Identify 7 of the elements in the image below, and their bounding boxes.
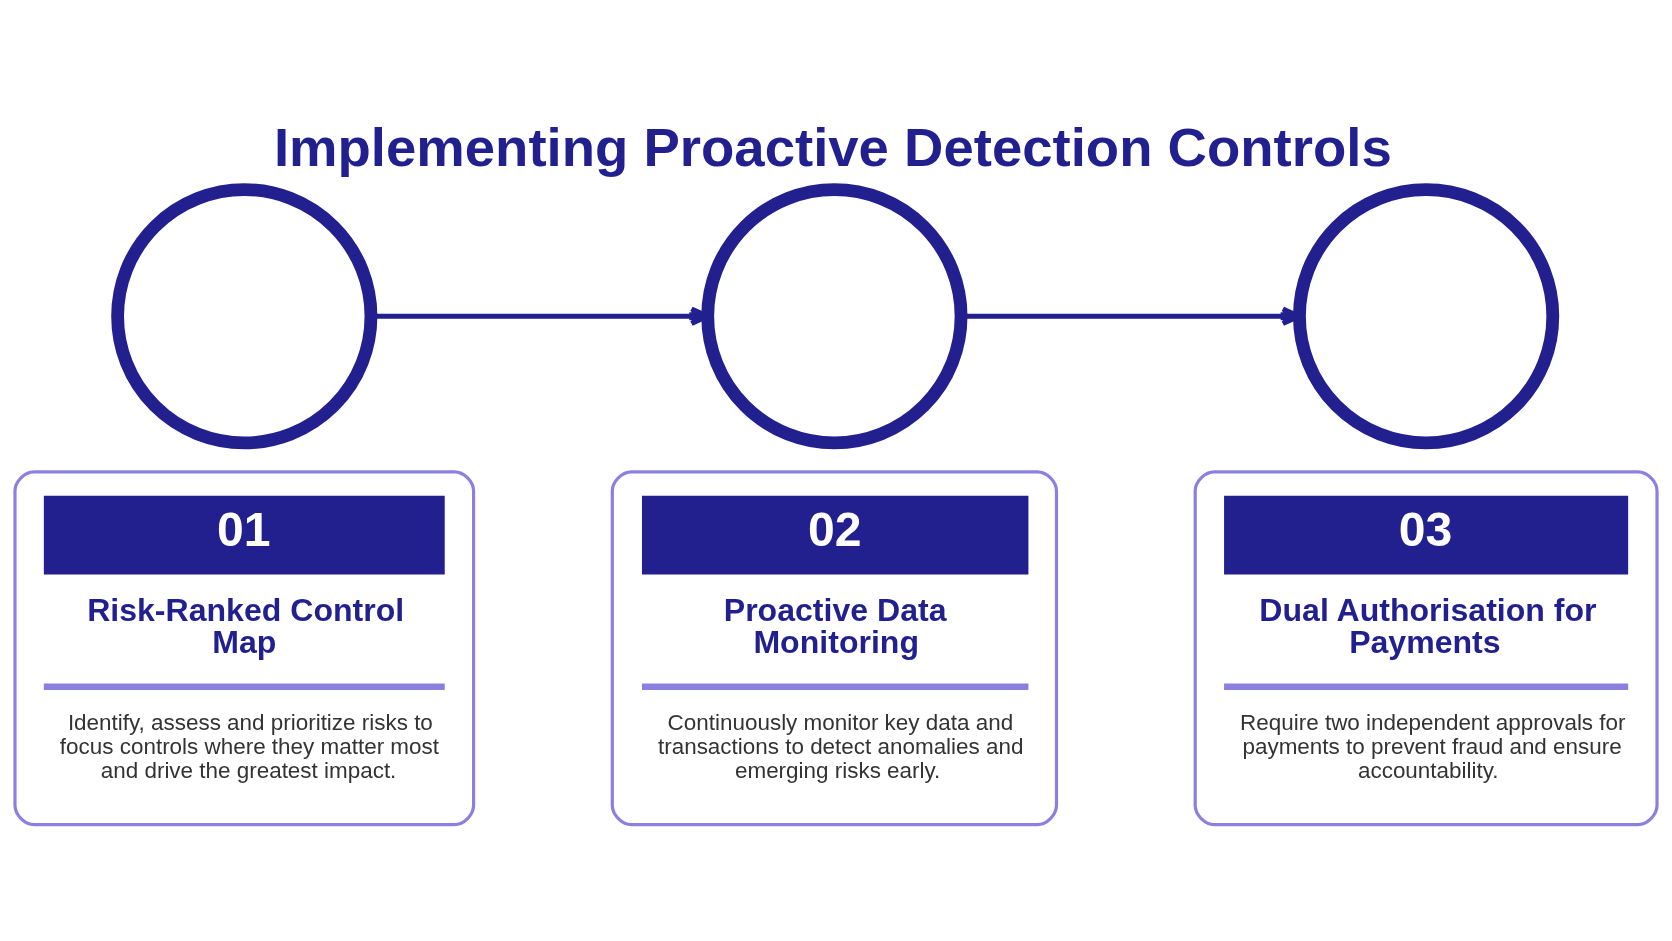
node-box: 01 Risk-Ranked Control Map Identify, assess and prioritize risks to focus controls where they matter most and drive the greatest impact. [13,469,476,826]
node-box: 02 Proactive Data Monitoring Continuously monitor key data and transactions to detect anomalies and emerging risks early. [610,469,1059,826]
node-circle [701,182,968,449]
node-box: 03 Dual Authorisation for Payments Require two independent approvals for payments to prevent fraud and ensure accountability. [1193,469,1659,826]
node-circle [111,182,378,449]
diagram-title: Implementing Proactive Detection Controls [273,116,1392,178]
node-circle [1293,182,1560,449]
